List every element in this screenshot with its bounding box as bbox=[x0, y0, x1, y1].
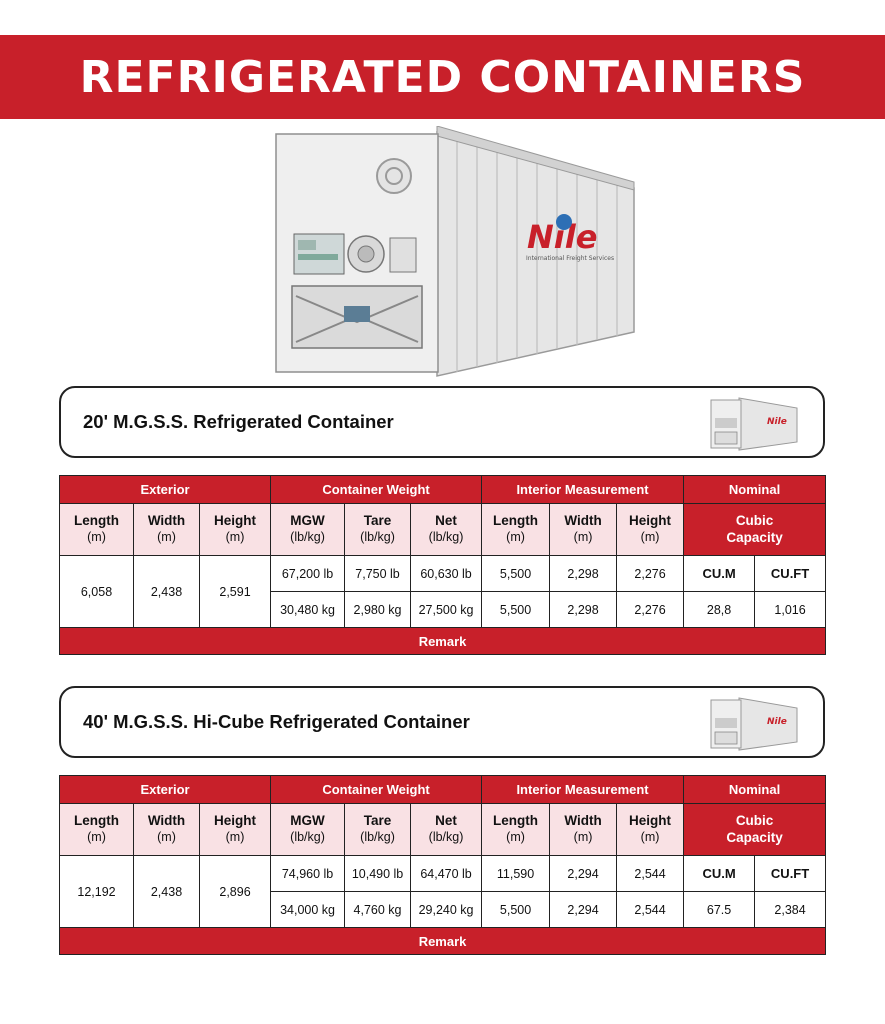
subheader-interior-width: Width(m) bbox=[549, 803, 618, 856]
exterior-length-value: 12,192 bbox=[59, 855, 134, 928]
cum-header: CU.M bbox=[683, 555, 756, 592]
remark-row: Remark bbox=[58, 927, 827, 955]
container-title: 40' M.G.S.S. Hi-Cube Refrigerated Contai… bbox=[83, 711, 470, 732]
tare-kg-value: 4,760 kg bbox=[344, 891, 412, 928]
net-lb-value: 60,630 lb bbox=[410, 555, 483, 592]
tare-lb-value: 10,490 lb bbox=[344, 855, 412, 892]
interior-height-value: 2,276 bbox=[616, 555, 685, 592]
cum-header: CU.M bbox=[683, 855, 756, 892]
interior-height-value-2: 2,276 bbox=[616, 591, 685, 628]
interior-width-value-2: 2,298 bbox=[549, 591, 618, 628]
subheader-net: Net(lb/kg) bbox=[410, 503, 483, 556]
exterior-width-value: 2,438 bbox=[133, 555, 200, 628]
subheader-tare: Tare(lb/kg) bbox=[344, 503, 412, 556]
subheader-interior-length: Length(m) bbox=[481, 803, 551, 856]
interior-length-value-2: 5,500 bbox=[481, 591, 551, 628]
header-interior-measurement: Interior Measurement bbox=[481, 475, 685, 504]
container-title-card-20ft: 20' M.G.S.S. Refrigerated Container Nile bbox=[59, 386, 825, 458]
interior-length-value-2: 5,500 bbox=[481, 891, 551, 928]
cuft-header: CU.FT bbox=[754, 555, 827, 592]
spec-table-40ft: Exterior Container Weight Interior Measu… bbox=[58, 775, 827, 955]
interior-height-value-2: 2,544 bbox=[616, 891, 685, 928]
subheader-interior-height: Height(m) bbox=[616, 803, 685, 856]
hero-logo-tagline: International Freight Services bbox=[526, 255, 614, 262]
header-nominal: Nominal bbox=[683, 775, 827, 804]
subheader-width: Width(m) bbox=[133, 803, 200, 856]
net-kg-value: 29,240 kg bbox=[410, 891, 483, 928]
cuft-value: 2,384 bbox=[754, 891, 827, 928]
interior-width-value: 2,298 bbox=[549, 555, 618, 592]
mgw-lb-value: 74,960 lb bbox=[270, 855, 346, 892]
page-title: REFRIGERATED CONTAINERS bbox=[79, 51, 806, 103]
interior-width-value-2: 2,294 bbox=[549, 891, 618, 928]
subheader-mgw: MGW(lb/kg) bbox=[270, 503, 346, 556]
hero-container-image: Nile International Freight Services bbox=[275, 126, 635, 377]
header-exterior: Exterior bbox=[58, 775, 272, 804]
subheader-height: Height(m) bbox=[198, 803, 272, 856]
header-container-weight: Container Weight bbox=[270, 475, 483, 504]
mgw-kg-value: 30,480 kg bbox=[270, 591, 346, 628]
net-kg-value: 27,500 kg bbox=[410, 591, 483, 628]
tare-lb-value: 7,750 lb bbox=[344, 555, 412, 592]
container-title: 20' M.G.S.S. Refrigerated Container bbox=[83, 411, 394, 432]
svg-text:Nile: Nile bbox=[767, 717, 787, 727]
interior-width-value: 2,294 bbox=[549, 855, 618, 892]
container-thumbnail-image: Nile bbox=[710, 397, 798, 451]
subheader-length: Length(m) bbox=[59, 803, 134, 856]
header-exterior: Exterior bbox=[58, 475, 272, 504]
header-interior-measurement: Interior Measurement bbox=[481, 775, 685, 804]
subheader-length: Length(m) bbox=[59, 503, 134, 556]
subheader-tare: Tare(lb/kg) bbox=[344, 803, 412, 856]
container-title-card-40ft: 40' M.G.S.S. Hi-Cube Refrigerated Contai… bbox=[59, 686, 825, 758]
header-container-weight: Container Weight bbox=[270, 775, 483, 804]
exterior-width-value: 2,438 bbox=[133, 855, 200, 928]
subheader-width: Width(m) bbox=[133, 503, 200, 556]
interior-height-value: 2,544 bbox=[616, 855, 685, 892]
subheader-net: Net(lb/kg) bbox=[410, 803, 483, 856]
cum-value: 67.5 bbox=[683, 891, 756, 928]
container-thumbnail-image: Nile bbox=[710, 697, 798, 751]
header-nominal: Nominal bbox=[683, 475, 827, 504]
subheader-height: Height(m) bbox=[198, 503, 272, 556]
interior-length-value: 5,500 bbox=[481, 555, 551, 592]
globe-icon bbox=[556, 214, 572, 230]
cuft-header: CU.FT bbox=[754, 855, 827, 892]
interior-length-value: 11,590 bbox=[481, 855, 551, 892]
remark-row: Remark bbox=[58, 627, 827, 655]
subheader-interior-height: Height(m) bbox=[616, 503, 685, 556]
subheader-interior-width: Width(m) bbox=[549, 503, 618, 556]
subheader-interior-length: Length(m) bbox=[481, 503, 551, 556]
exterior-length-value: 6,058 bbox=[59, 555, 134, 628]
tare-kg-value: 2,980 kg bbox=[344, 591, 412, 628]
mgw-lb-value: 67,200 lb bbox=[270, 555, 346, 592]
cum-value: 28,8 bbox=[683, 591, 756, 628]
net-lb-value: 64,470 lb bbox=[410, 855, 483, 892]
svg-text:Nile: Nile bbox=[767, 417, 787, 427]
spec-table-20ft: Exterior Container Weight Interior Measu… bbox=[58, 475, 827, 655]
exterior-height-value: 2,896 bbox=[198, 855, 272, 928]
subheader-mgw: MGW(lb/kg) bbox=[270, 803, 346, 856]
cuft-value: 1,016 bbox=[754, 591, 827, 628]
exterior-height-value: 2,591 bbox=[198, 555, 272, 628]
title-banner: REFRIGERATED CONTAINERS bbox=[0, 35, 885, 119]
mgw-kg-value: 34,000 kg bbox=[270, 891, 346, 928]
